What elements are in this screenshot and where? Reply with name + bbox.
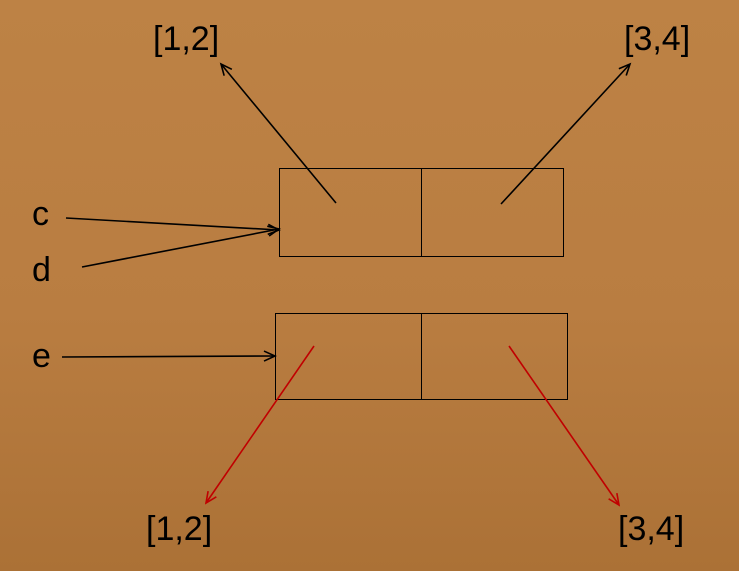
arrow-copied-cell1-to-list-1-2 [204, 345, 315, 505]
bottom-list-1-2-label: [1,2] [146, 510, 213, 548]
shared-pair-box [279, 168, 564, 257]
shared-pair-cell-divider [421, 169, 422, 256]
variable-c-label: c [32, 195, 49, 233]
arrow-e-to-copied-pair [61, 350, 277, 362]
variable-d-label: d [32, 251, 51, 289]
copied-pair-cell-divider [421, 314, 422, 399]
top-list-1-2-label: [1,2] [153, 20, 220, 58]
bottom-list-3-4-label: [3,4] [618, 510, 685, 548]
top-list-3-4-label: [3,4] [624, 20, 691, 58]
arrow-copied-cell2-to-list-3-4 [508, 345, 621, 507]
arrow-shared-cell2-to-list-3-4 [500, 62, 632, 205]
variable-e-label: e [32, 337, 51, 375]
arrow-d-to-shared-pair [81, 225, 281, 268]
arrow-c-to-shared-pair [65, 217, 281, 236]
arrow-shared-cell1-to-list-1-2 [219, 62, 337, 204]
